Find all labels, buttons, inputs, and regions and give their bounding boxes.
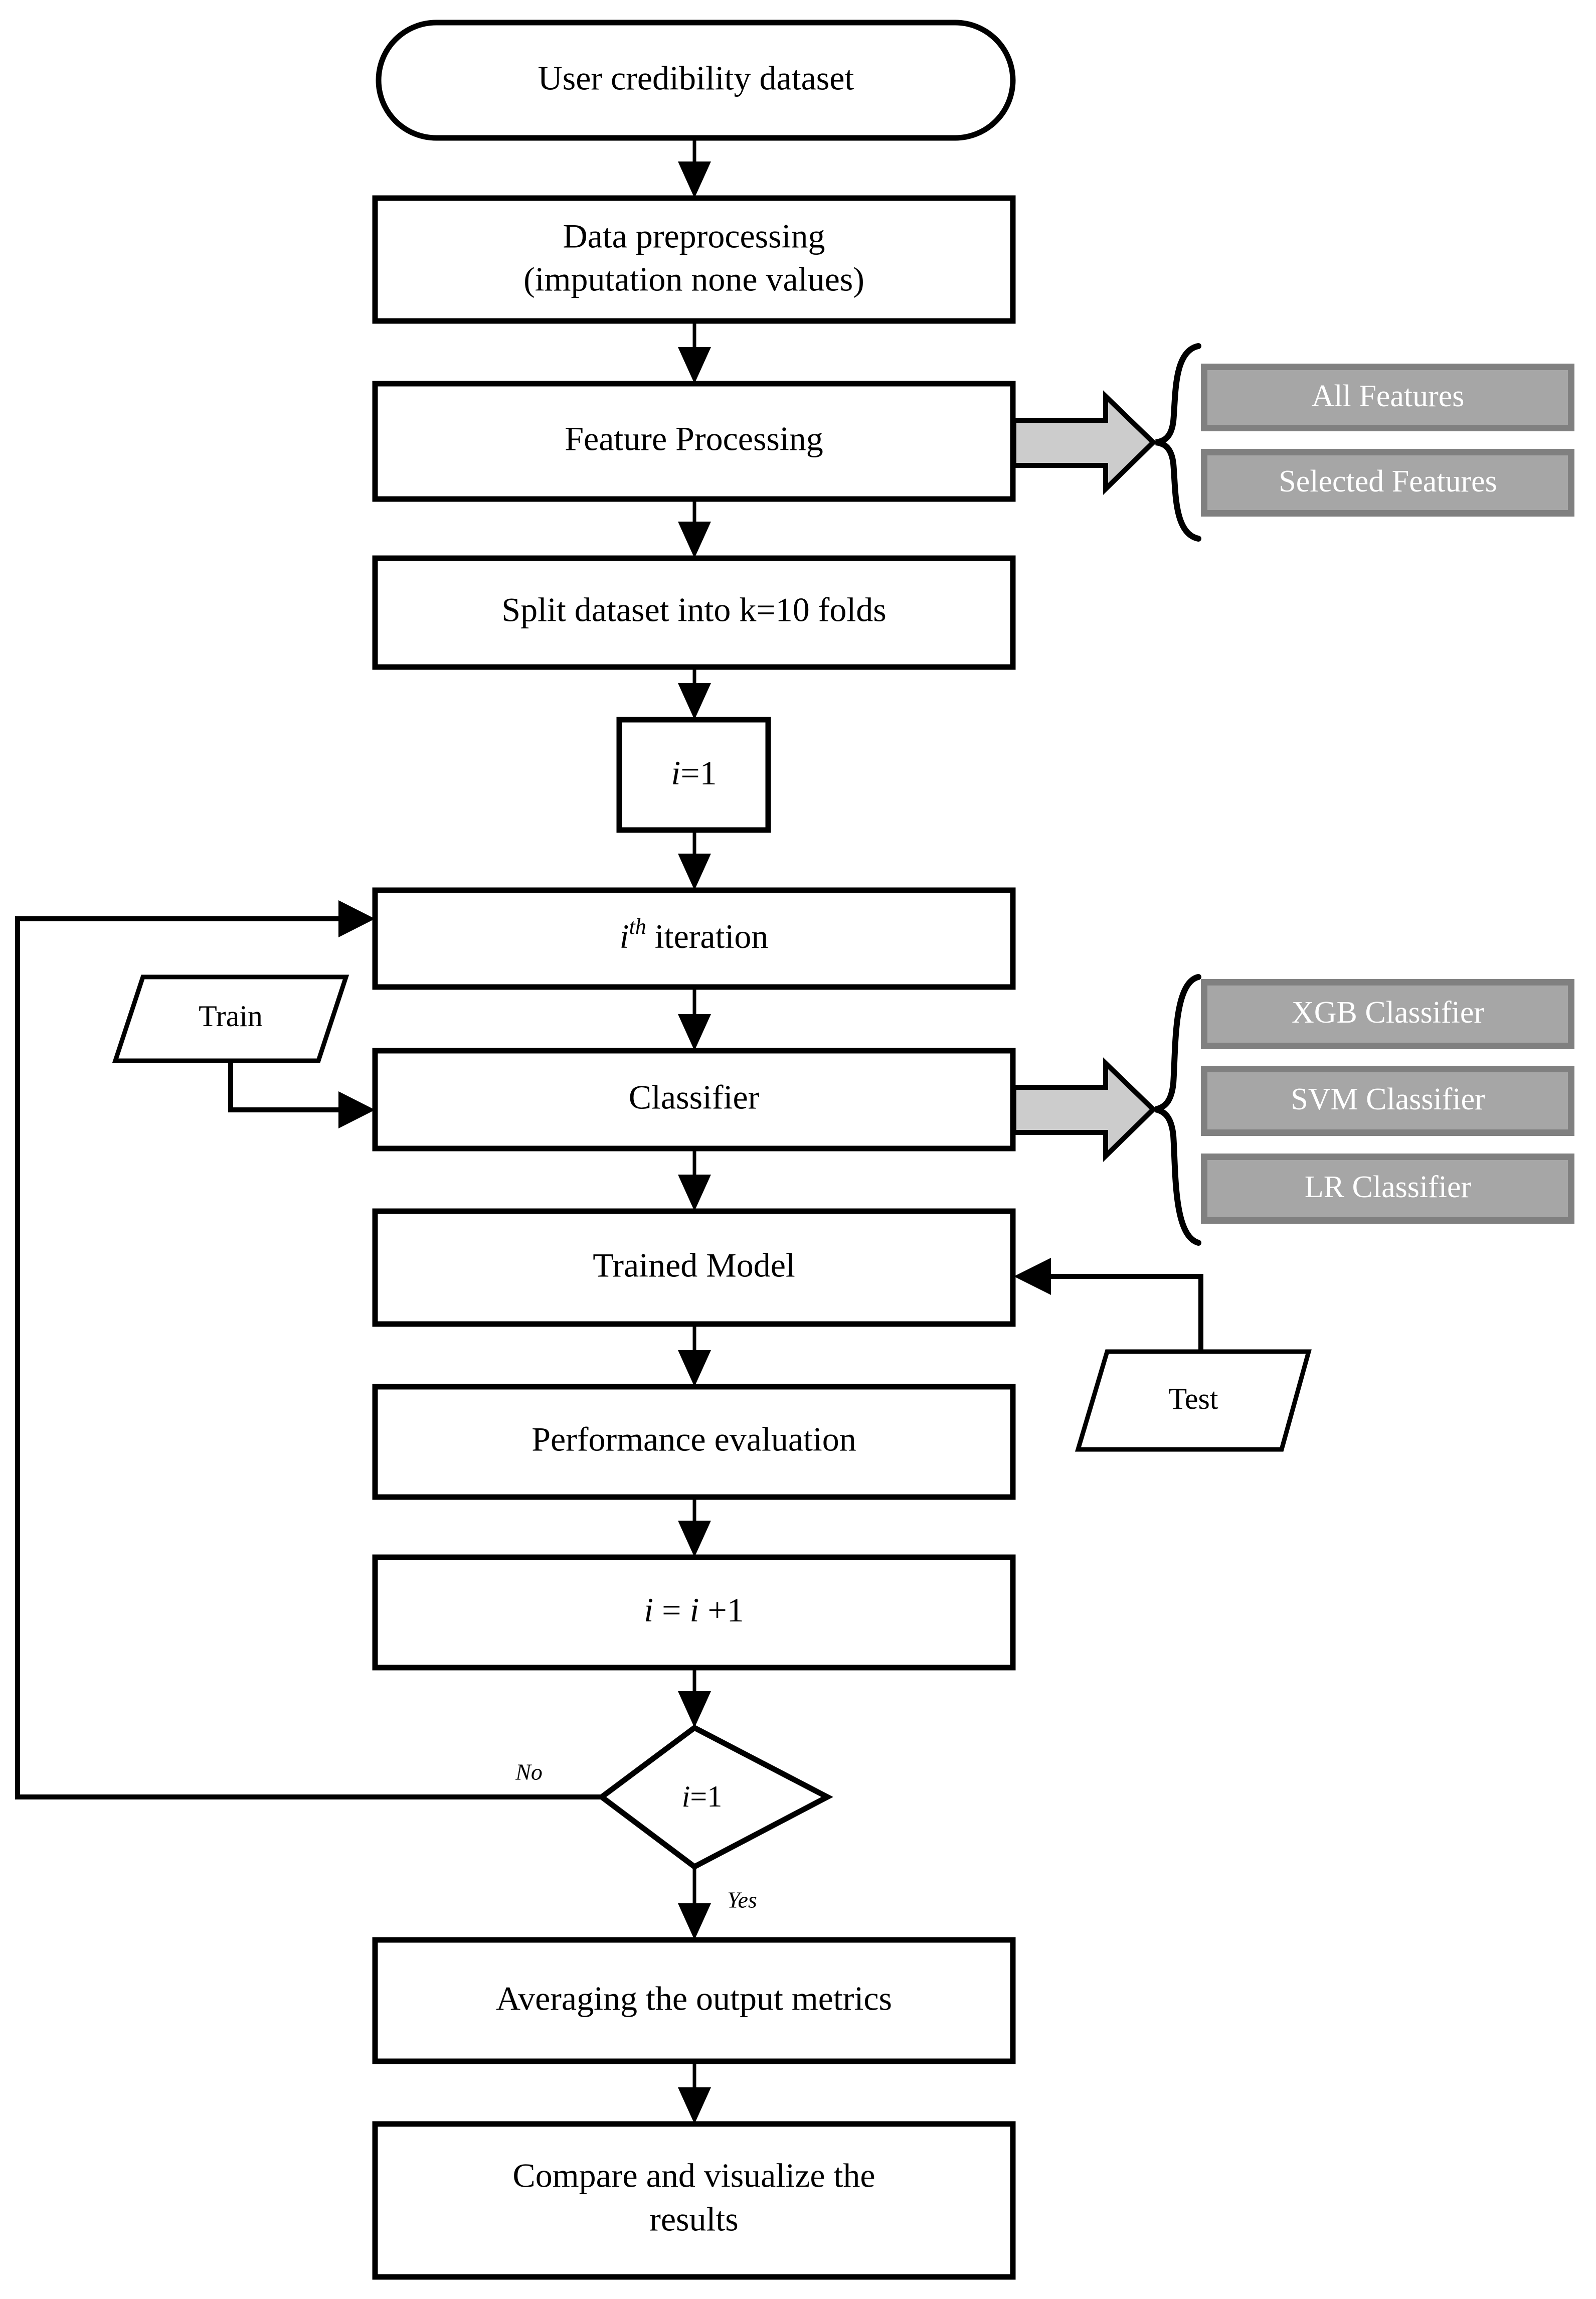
gray-box-lr-classifier[interactable]: LR Classifier — [1201, 1154, 1574, 1224]
connector-train-to-classifier — [228, 1061, 375, 1128]
curly-brace-classifiers — [1155, 974, 1201, 1246]
node-increment-var2: i — [690, 1591, 699, 1629]
node-increment-var1: i — [644, 1591, 653, 1629]
edge-label-no: No — [515, 1759, 543, 1785]
node-trained-model-label: Trained Model — [593, 1246, 795, 1284]
node-iteration-label: ith iteration — [620, 914, 769, 955]
node-test[interactable]: Test — [1075, 1349, 1312, 1452]
node-averaging[interactable]: Averaging the output metrics — [372, 1937, 1016, 2064]
node-trained-model[interactable]: Trained Model — [372, 1208, 1016, 1327]
connector-test-to-trained-model — [1014, 1258, 1203, 1352]
block-arrow-feature-processing — [1011, 390, 1157, 495]
node-train-label: Train — [199, 1000, 263, 1033]
node-test-label: Test — [1168, 1382, 1218, 1415]
connector-init-to-iteration — [678, 830, 711, 890]
gray-box-selected-features[interactable]: Selected Features — [1201, 449, 1574, 517]
node-init-counter-label: i=1 — [671, 754, 717, 792]
node-decision-rest: =1 — [690, 1780, 722, 1813]
node-feature-processing-label: Feature Processing — [565, 420, 823, 458]
node-compare-visualize-label-line1: Compare and visualize the — [512, 2157, 875, 2195]
gray-box-all-features-label: All Features — [1312, 379, 1465, 413]
node-decision[interactable]: i=1 — [597, 1724, 833, 1870]
node-split-dataset[interactable]: Split dataset into k=10 folds — [372, 555, 1016, 670]
node-iteration-superscript: th — [629, 914, 646, 939]
node-iteration-var: i — [620, 917, 629, 955]
node-compare-visualize[interactable]: Compare and visualize the results — [372, 2121, 1016, 2280]
connector-dataset-to-preprocessing — [678, 138, 711, 198]
connector-averaging-to-compare — [678, 2061, 711, 2124]
connector-split-to-init — [678, 667, 711, 720]
gray-box-xgb-classifier[interactable]: XGB Classifier — [1201, 979, 1574, 1049]
node-averaging-label: Averaging the output metrics — [496, 1980, 892, 2018]
node-init-counter[interactable]: i=1 — [616, 717, 771, 833]
connector-preprocessing-to-feature — [678, 321, 711, 384]
gray-box-xgb-classifier-label: XGB Classifier — [1292, 996, 1484, 1030]
block-arrow-classifier — [1011, 1057, 1157, 1162]
node-decision-var: i — [682, 1780, 690, 1813]
node-performance-evaluation[interactable]: Performance evaluation — [372, 1384, 1016, 1500]
gray-box-lr-classifier-label: LR Classifier — [1305, 1170, 1472, 1204]
node-train[interactable]: Train — [112, 974, 349, 1063]
connector-classifier-to-trained-model — [678, 1148, 711, 1211]
node-dataset-label: User credibility dataset — [538, 59, 854, 97]
connector-feature-to-split — [678, 499, 711, 558]
node-classifier-label: Classifier — [629, 1078, 760, 1116]
node-compare-visualize-label-line2: results — [649, 2200, 739, 2238]
connector-decision-yes-to-averaging — [678, 1867, 711, 1940]
gray-box-svm-classifier-label: SVM Classifier — [1291, 1082, 1485, 1116]
connector-decision-no-feedback-loop — [15, 900, 602, 1799]
gray-box-svm-classifier[interactable]: SVM Classifier — [1201, 1066, 1574, 1136]
node-iteration-rest: iteration — [646, 917, 769, 955]
node-split-dataset-label: Split dataset into k=10 folds — [501, 591, 886, 629]
node-increment-rest: +1 — [699, 1591, 744, 1629]
node-increment-counter-label: i = i +1 — [644, 1591, 744, 1629]
node-preprocessing-label-line2: (imputation none values) — [523, 260, 864, 298]
edge-label-yes: Yes — [727, 1887, 757, 1913]
node-dataset[interactable]: User credibility dataset — [376, 20, 1016, 141]
gray-box-selected-features-label: Selected Features — [1279, 464, 1497, 499]
node-preprocessing-label-line1: Data preprocessing — [563, 217, 825, 255]
node-init-counter-var: i — [671, 754, 680, 792]
node-classifier[interactable]: Classifier — [372, 1048, 1016, 1152]
node-decision-label: i=1 — [682, 1780, 723, 1813]
node-iteration[interactable]: ith iteration — [372, 887, 1016, 990]
curly-brace-features — [1155, 343, 1201, 542]
connector-iteration-to-classifier — [678, 987, 711, 1051]
node-increment-eq: = — [653, 1591, 689, 1629]
connector-performance-to-increment — [678, 1497, 711, 1557]
node-preprocessing[interactable]: Data preprocessing (imputation none valu… — [372, 195, 1016, 324]
connector-increment-to-decision — [678, 1668, 711, 1728]
gray-box-all-features[interactable]: All Features — [1201, 364, 1574, 431]
node-init-counter-rest: =1 — [680, 754, 717, 792]
node-feature-processing[interactable]: Feature Processing — [372, 381, 1016, 502]
node-increment-counter[interactable]: i = i +1 — [372, 1554, 1016, 1671]
connector-trained-model-to-performance — [678, 1324, 711, 1387]
node-performance-evaluation-label: Performance evaluation — [531, 1420, 856, 1458]
